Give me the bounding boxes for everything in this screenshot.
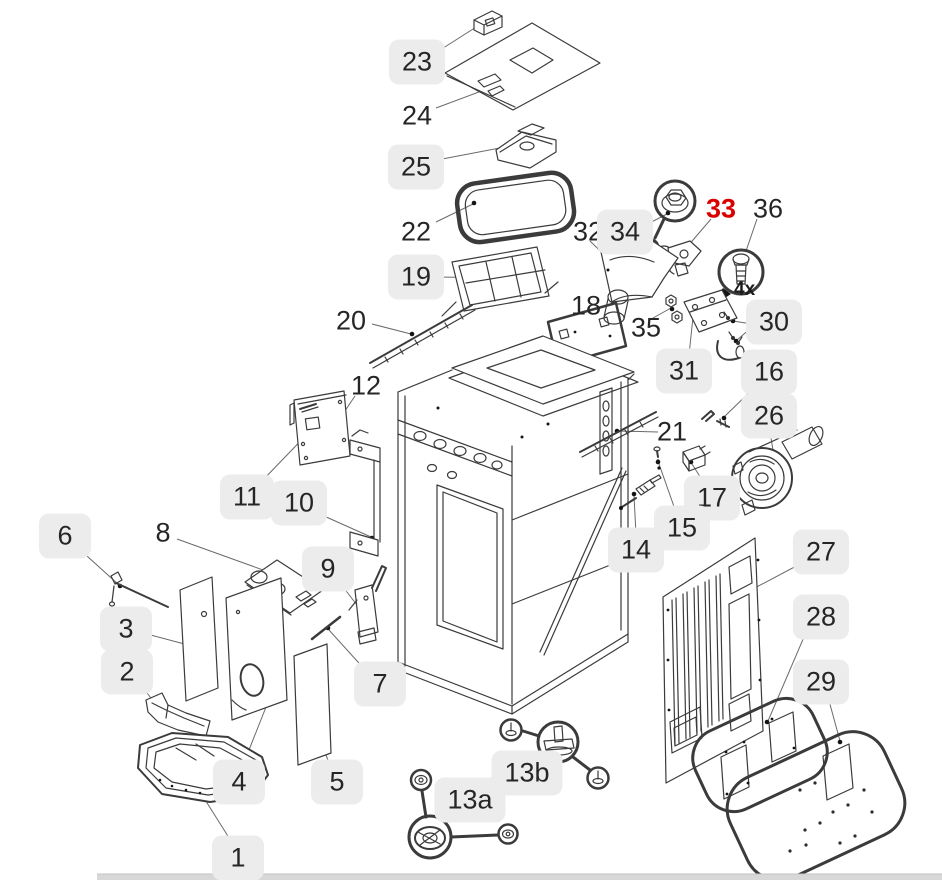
- part-label-1: 1: [212, 835, 264, 880]
- part-25-hopper-lid: [495, 123, 557, 169]
- part-28-gasket-panel: [691, 696, 829, 814]
- part-label-27: 27: [792, 529, 850, 575]
- part-7-pin: [310, 615, 342, 641]
- part-label-29: 29: [792, 659, 850, 705]
- part-10-bracket-rail: [349, 429, 381, 557]
- part-35-nuts: [665, 294, 683, 324]
- part-29-gasket-panel: [725, 730, 907, 880]
- part-label-6: 6: [39, 513, 91, 559]
- part-label-14: 14: [607, 527, 665, 573]
- part-label-11: 11: [219, 474, 275, 520]
- part-label-8: 8: [155, 517, 171, 548]
- part-label-10: 10: [270, 480, 328, 526]
- part-26-combustion-blower: [731, 425, 824, 516]
- part-2-handle: [145, 692, 211, 737]
- part-27-back-panel: [662, 537, 764, 784]
- part-17-switch-box: [682, 445, 711, 472]
- part-label-28: 28: [792, 594, 850, 640]
- part-21-side-rail: [579, 411, 659, 458]
- part-label-36: 36: [752, 193, 784, 224]
- part-label-4: 4: [213, 759, 265, 805]
- part-15-screw: [653, 446, 661, 470]
- part-14-igniter: [619, 474, 662, 510]
- part-19-grate: [441, 246, 559, 317]
- part-12-control-board: [289, 390, 351, 466]
- part-9-latch: [348, 565, 387, 645]
- part-label-23: 23: [388, 39, 446, 85]
- part-label-22: 22: [400, 216, 432, 247]
- part-24-top-panel: [444, 22, 601, 111]
- part-label-30: 30: [745, 299, 803, 345]
- part-label-9: 9: [302, 546, 354, 592]
- part-label-16: 16: [740, 349, 798, 395]
- part-label-7: 7: [354, 661, 406, 707]
- part-label-25: 25: [387, 144, 445, 190]
- part-31-bracket-plate: [683, 289, 738, 333]
- part-label-26: 26: [740, 393, 798, 439]
- part-label-31: 31: [655, 348, 713, 394]
- part-label-34: 34: [596, 209, 654, 255]
- part-5-outer-panel: [293, 643, 332, 766]
- part-label-33-highlighted: 33: [705, 193, 737, 224]
- part-23-bracket: [473, 10, 503, 36]
- part-label-3: 3: [100, 606, 152, 652]
- part-3-side-panel: [179, 576, 219, 702]
- part-label-35: 35: [630, 312, 662, 343]
- part-label-2: 2: [101, 649, 153, 695]
- part-label-13a: 13a: [434, 777, 506, 823]
- part-6-rod: [108, 571, 169, 608]
- quantity-marker: 4x: [734, 279, 756, 300]
- part-label-12: 12: [350, 370, 382, 401]
- part-label-19: 19: [387, 254, 445, 300]
- part-13a-caster-wheel: [407, 768, 519, 860]
- main-body-frame: [397, 335, 639, 715]
- part-label-21: 21: [656, 416, 688, 447]
- part-label-20: 20: [335, 305, 367, 336]
- part-label-24: 24: [401, 100, 433, 131]
- part-label-18: 18: [570, 290, 602, 321]
- part-label-5: 5: [311, 759, 363, 805]
- part-22-gasket-ring: [454, 170, 577, 245]
- part-20-slide-rail: [369, 304, 476, 369]
- part-4-inner-panel: [225, 577, 288, 721]
- part-16-allen-key: [701, 410, 730, 428]
